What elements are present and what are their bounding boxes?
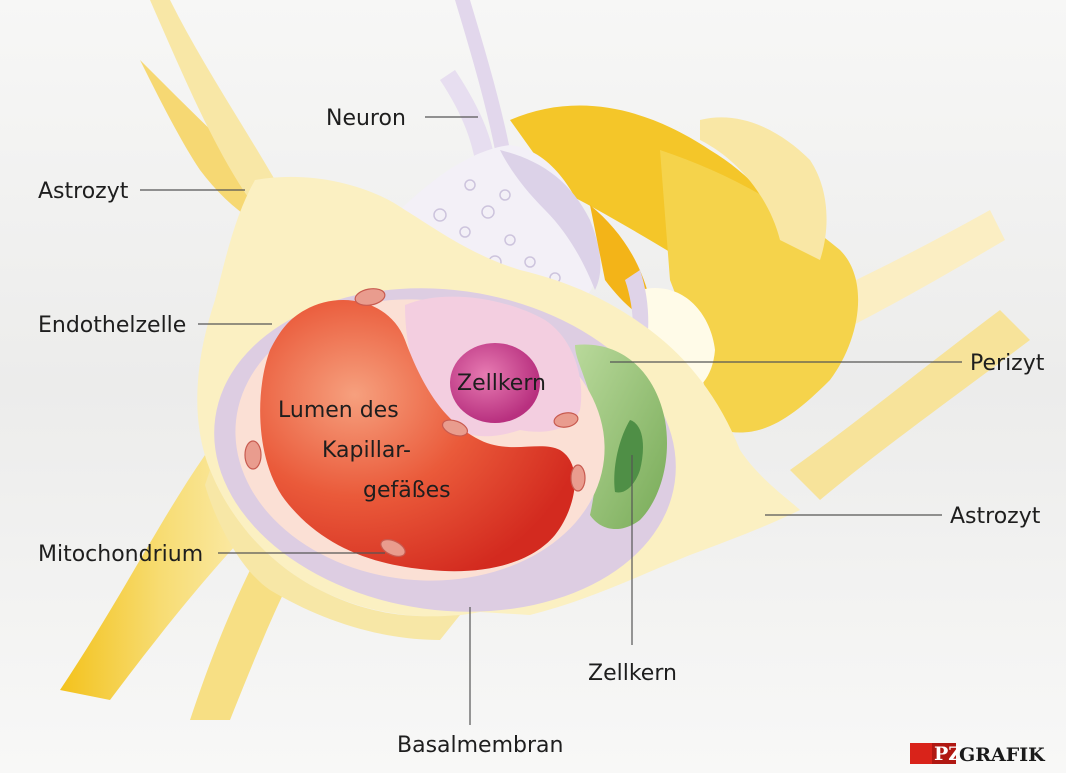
mitochondrium-2 bbox=[245, 441, 261, 469]
label-perizyt: Perizyt bbox=[970, 351, 1045, 376]
label-astrozyt-right: Astrozyt bbox=[950, 504, 1041, 529]
label-basalmembran: Basalmembran bbox=[397, 733, 563, 758]
label-zellkern-bottom: Zellkern bbox=[588, 661, 677, 686]
label-zellkern-inner: Zellkern bbox=[457, 371, 546, 396]
label-lumen-line3: gefäßes bbox=[363, 478, 451, 503]
mitochondrium-5 bbox=[571, 465, 585, 491]
label-astrozyt-top: Astrozyt bbox=[38, 179, 129, 204]
pz-grafik-logo: PZ GRAFIK bbox=[910, 743, 1046, 766]
label-endothelzelle: Endothelzelle bbox=[38, 313, 186, 338]
logo-word: GRAFIK bbox=[959, 744, 1046, 766]
label-lumen-line1: Lumen des bbox=[278, 398, 399, 423]
label-mitochondrium: Mitochondrium bbox=[38, 542, 203, 567]
label-lumen-line2: Kapillar- bbox=[322, 438, 411, 463]
label-neuron: Neuron bbox=[326, 106, 406, 131]
